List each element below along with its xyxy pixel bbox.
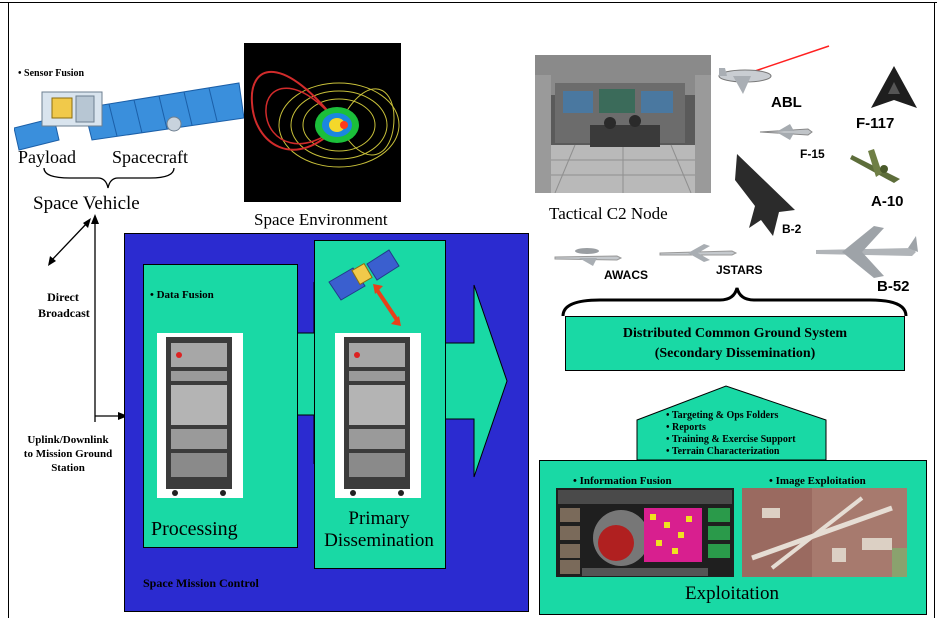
vehicle-brace xyxy=(43,167,175,189)
awacs-label: AWACS xyxy=(604,268,649,282)
product-item: • Terrain Characterization xyxy=(666,446,780,457)
payload-label: Payload xyxy=(18,147,76,167)
a10-label: A-10 xyxy=(871,193,904,210)
information-fusion-label: • Information Fusion xyxy=(573,475,672,487)
direct-broadcast-line1: Direct xyxy=(47,290,79,304)
space-environment-image xyxy=(244,43,401,202)
space-environment-caption: Space Environment xyxy=(254,210,388,229)
b2-label: B-2 xyxy=(782,222,802,236)
sensor-fusion-label: • Sensor Fusion xyxy=(18,68,85,79)
a10-aircraft-image xyxy=(850,149,900,183)
f117-aircraft-image xyxy=(871,66,917,108)
jstars-label: JSTARS xyxy=(716,263,763,277)
information-fusion-screen xyxy=(556,488,734,577)
satellite-illustration xyxy=(14,82,244,151)
product-item: • Training & Exercise Support xyxy=(666,434,796,445)
abl-label: ABL xyxy=(771,94,802,111)
abl-aircraft-image xyxy=(718,45,830,94)
image-exploitation-label: • Image Exploitation xyxy=(769,475,866,487)
product-item: • Reports xyxy=(666,422,706,433)
frame-right-border xyxy=(934,2,935,618)
primary-line2: Dissemination xyxy=(324,530,434,551)
processing-rack-image xyxy=(157,333,243,498)
direct-broadcast-line2: Broadcast xyxy=(38,306,90,320)
frame-top-border xyxy=(0,2,937,3)
dcgs-subtitle: (Secondary Dissemination) xyxy=(654,346,816,361)
b2-aircraft-image xyxy=(735,154,795,236)
f15-label: F-15 xyxy=(800,147,825,161)
uplink-line2: to Mission Ground xyxy=(23,448,113,460)
processing-label: Processing xyxy=(151,518,238,540)
jstars-aircraft-image xyxy=(659,244,738,262)
primary-dissemination-label: Primary Dissemination xyxy=(314,508,444,552)
dcgs-title: Distributed Common Ground System xyxy=(622,326,848,341)
spacecraft-label: Spacecraft xyxy=(112,147,188,167)
exploitation-title: Exploitation xyxy=(685,583,779,604)
f117-label: F-117 xyxy=(856,115,895,132)
awacs-aircraft-image xyxy=(554,248,623,266)
products-list: • Targeting & Ops Folders • Reports • Tr… xyxy=(666,410,796,458)
primary-line1: Primary xyxy=(348,508,410,529)
relay-satellite-icon xyxy=(328,249,401,326)
dcgs-brace xyxy=(561,287,908,317)
space-mission-control-label: Space Mission Control xyxy=(143,576,259,590)
primary-rack-image xyxy=(335,333,421,498)
uplink-line1: Uplink/Downlink xyxy=(27,434,109,446)
b52-aircraft-image xyxy=(816,226,918,278)
data-fusion-label: • Data Fusion xyxy=(150,289,214,301)
uplink-line3: Station xyxy=(51,462,85,474)
image-exploitation-photo xyxy=(742,488,907,577)
frame-left-border xyxy=(8,2,9,618)
dcgs-box: Distributed Common Ground System (Second… xyxy=(565,316,905,371)
product-item: • Targeting & Ops Folders xyxy=(666,410,779,421)
uplink-downlink-label: Uplink/Downlink to Mission Ground Statio… xyxy=(14,433,122,475)
b52-label: B-52 xyxy=(877,278,910,295)
direct-broadcast-label: Direct Broadcast xyxy=(38,289,90,321)
f15-aircraft-image xyxy=(759,124,813,140)
space-vehicle-title: Space Vehicle xyxy=(33,193,140,214)
tactical-c2-node-image xyxy=(535,55,711,193)
tactical-c2-node-caption: Tactical C2 Node xyxy=(549,204,668,223)
